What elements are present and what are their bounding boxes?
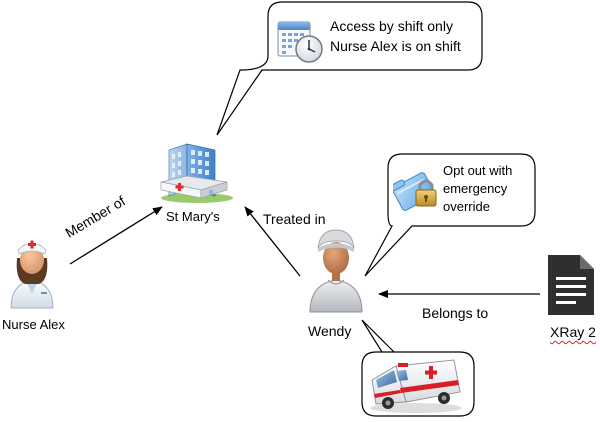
edge-treated-in — [244, 206, 301, 277]
node-label-hospital: St Mary's — [166, 209, 220, 224]
callout-override-line-3: override — [443, 199, 490, 214]
node-label-patient: Wendy — [308, 323, 352, 339]
callout-override-line-1: Opt out with — [443, 163, 513, 178]
nurse-icon — [10, 240, 54, 309]
document-icon — [548, 255, 594, 315]
edge-label-treated-in: Treated in — [263, 211, 326, 227]
locked-folder-icon — [393, 172, 437, 211]
callout-shift-line-2: Nurse Alex is on shift — [330, 38, 461, 54]
edge-label-belongs-to: Belongs to — [422, 305, 489, 321]
ambulance-icon — [370, 359, 462, 413]
callout-shift-line-1: Access by shift only — [330, 18, 453, 34]
edge-member-of — [69, 206, 163, 265]
hospital-building-icon — [160, 143, 233, 203]
calendar-clock-icon — [277, 21, 323, 63]
patient-icon — [309, 229, 363, 313]
node-label-nurse: Nurse Alex — [2, 317, 65, 332]
callout-override-line-2: emergency — [443, 181, 508, 196]
node-label-xray: XRay 2 — [550, 324, 596, 340]
